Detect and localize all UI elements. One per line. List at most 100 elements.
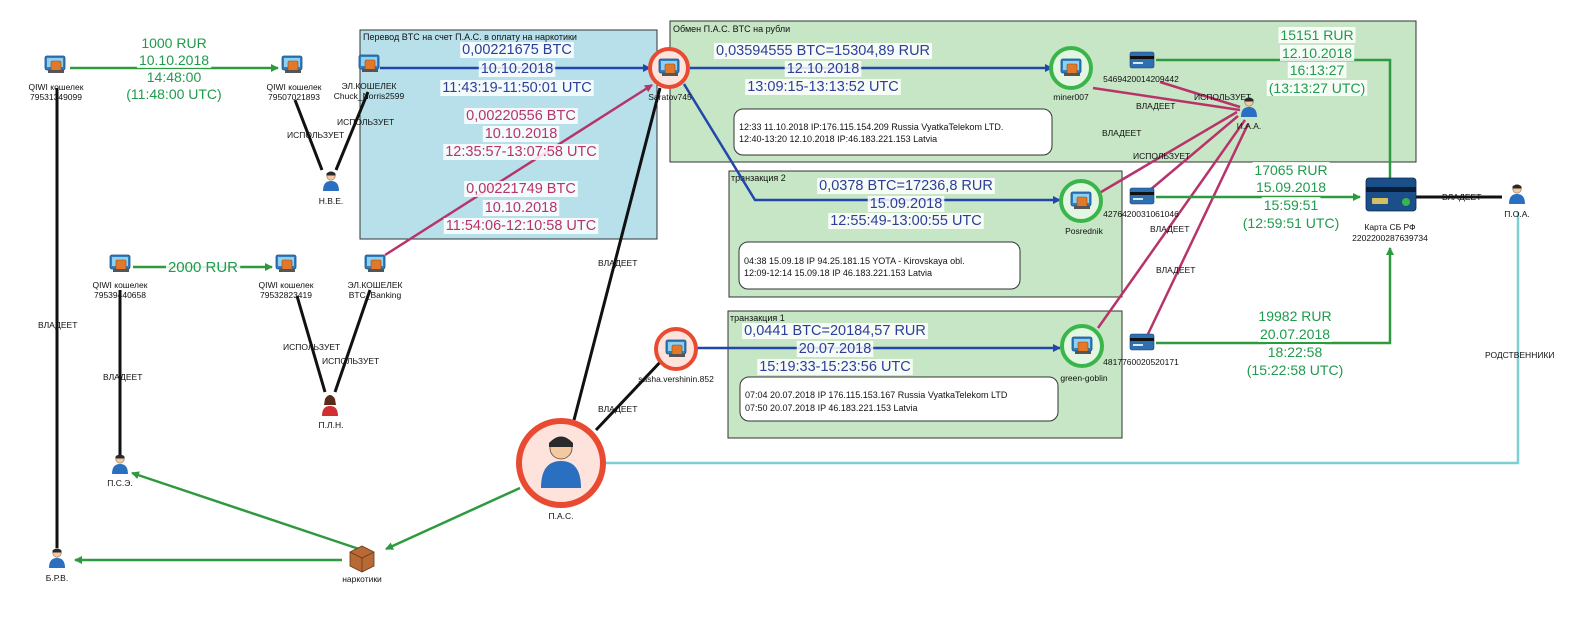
svg-text:0,03594555 BTC=15304,89 RUR: 0,03594555 BTC=15304,89 RUR (716, 43, 930, 59)
label-halo (784, 61, 862, 77)
svg-text:0,00221675 BTC: 0,00221675 BTC (462, 42, 572, 58)
svg-text:Н.В.Е.: Н.В.Е. (319, 196, 344, 206)
rur-arrows (70, 58, 1394, 564)
ownership-lines (55, 87, 1502, 548)
label-halo (136, 52, 212, 68)
bank-card-3: 4817760020520171 (1103, 333, 1179, 367)
bank-card-2: 4276420031061046 (1103, 187, 1179, 219)
svg-text:QIWI кошелек: QIWI кошелек (93, 280, 148, 290)
svg-text:4817760020520171: 4817760020520171 (1103, 357, 1179, 367)
wallet-icon (1071, 336, 1093, 355)
svg-text:10.10.2018: 10.10.2018 (139, 52, 209, 68)
owns-label-sbcard: ВЛАДЕЕТ (1442, 192, 1481, 202)
qiwi-1000-label: 1000 RUR 10.10.2018 14:48:00 (11:48:00 U… (124, 35, 224, 102)
svg-text:ЭЛ.КОШЕЛЕК: ЭЛ.КОШЕЛЕК (348, 280, 403, 290)
ex-goblin-label: 0,0441 BTC=20184,57 RUR 20.07.2018 15:19… (742, 323, 928, 375)
wallet-icon (275, 254, 297, 273)
node-goblin: green-goblin (1060, 324, 1108, 383)
person-nve: Н.В.Е. (319, 171, 344, 206)
ex-miner-label: 0,03594555 BTC=15304,89 RUR 12.10.2018 1… (713, 43, 933, 95)
svg-text:И.А.А.: И.А.А. (1237, 121, 1262, 131)
label-halo (713, 43, 933, 59)
qiwi-wallet-4: QIWI кошелек 79532823419 (259, 254, 314, 300)
uses-label-card1: ИСПОЛЬЗУЕТ (1194, 92, 1251, 102)
svg-text:15.09.2018: 15.09.2018 (870, 196, 943, 212)
svg-text:15151 RUR: 15151 RUR (1280, 27, 1353, 43)
owns-label-sasha: ВЛАДЕЕТ (598, 404, 637, 414)
svg-text:Карта СБ РФ: Карта СБ РФ (1364, 222, 1415, 232)
rur-17065-label: 17065 RUR 15.09.2018 15:59:51 (12:59:51 … (1240, 162, 1342, 231)
qiwi-wallet-3: QIWI кошелек 79539440658 (93, 254, 148, 300)
node-posrednik: Posrednik (1059, 179, 1104, 236)
tx1-box-title: транзакция 1 (730, 313, 785, 323)
ip-log-goblin-line1: 07:04 20.07.2018 IP 176.115.153.167 Russ… (745, 390, 1008, 400)
uses-label-card2: ИСПОЛЬЗУЕТ (1133, 151, 1190, 161)
wallet-icon (1060, 58, 1082, 77)
female-person-icon (322, 395, 338, 416)
person-icon (1508, 184, 1526, 205)
ip-log-goblin-line2: 07:50 20.07.2018 IP 46.183.221.153 Latvi… (745, 403, 918, 413)
qiwi-wallet-2: QIWI кошелек 79507021893 (267, 55, 322, 102)
label-halo (796, 341, 874, 357)
svg-text:19982 RUR: 19982 RUR (1258, 308, 1331, 324)
label-halo (464, 108, 578, 124)
svg-text:10.10.2018: 10.10.2018 (481, 61, 554, 77)
ip-log-box-posrednik (738, 241, 1021, 290)
rur-15151-label: 15151 RUR 12.10.2018 16:13:27 (13:13:27 … (1266, 27, 1368, 96)
node-miner: miner007 (1049, 46, 1093, 102)
label-halo (745, 79, 901, 95)
person-icon (48, 548, 66, 569)
person-icon-large (541, 436, 581, 488)
person-brv: Б.Р.В. (46, 548, 68, 583)
svg-text:(11:48:00 UTC): (11:48:00 UTC) (126, 86, 221, 102)
node-sasha: sasha.vershinin.852 (638, 327, 714, 384)
btc1-label: 0,00221675 BTC 10.10.2018 11:43:19-11:50… (440, 42, 594, 96)
svg-text:Saratov745: Saratov745 (648, 92, 692, 102)
owns-label-miner: ВЛАДЕЕТ (1136, 101, 1175, 111)
svg-text:11:54:06-12:10:58 UTC: 11:54:06-12:10:58 UTC (446, 218, 596, 234)
svg-text:10.10.2018: 10.10.2018 (485, 126, 558, 142)
wallet-icon (364, 254, 386, 273)
ip-log-box-miner (733, 108, 1053, 156)
label-halo (478, 61, 556, 77)
svg-text:15:19:33-15:23:56 UTC: 15:19:33-15:23:56 UTC (759, 359, 911, 375)
svg-text:20.07.2018: 20.07.2018 (799, 341, 872, 357)
label-halo (1278, 27, 1356, 43)
svg-text:15:59:51: 15:59:51 (1264, 197, 1319, 213)
exchange-box-title: Обмен П.А.С. BTC на рубли (673, 24, 790, 34)
label-halo (440, 80, 594, 96)
person-icon (322, 171, 340, 192)
relatives-label: РОДСТВЕННИКИ (1485, 350, 1555, 360)
uses-label-nve-2: ИСПОЛЬЗУЕТ (337, 117, 394, 127)
label-halo (1257, 326, 1333, 342)
uses-label-nve: ИСПОЛЬЗУЕТ (287, 130, 344, 140)
sberbank-card-icon (1365, 177, 1417, 212)
sberbank-card: Карта СБ РФ 2202200287639734 (1352, 177, 1428, 243)
ip-log-posrednik-line2: 12:09-12:14 15.09.18 IP 46.183.221.153 L… (744, 268, 932, 278)
svg-text:11:43:19-11:50:01 UTC: 11:43:19-11:50:01 UTC (442, 80, 591, 96)
svg-text:sasha.vershinin.852: sasha.vershinin.852 (638, 374, 714, 384)
person-pse: П.С.Э. (107, 454, 133, 488)
label-halo (144, 69, 204, 85)
owns-label-pse: ВЛАДЕЕТ (103, 372, 142, 382)
label-halo (464, 181, 578, 197)
svg-text:miner007: miner007 (1053, 92, 1089, 102)
label-halo (867, 196, 945, 212)
svg-text:Posrednik: Posrednik (1065, 226, 1104, 236)
svg-text:16:13:27: 16:13:27 (1290, 62, 1345, 78)
svg-text:14:48:00: 14:48:00 (147, 69, 202, 85)
label-halo (124, 86, 224, 102)
card-icon (1129, 187, 1155, 205)
svg-text:4276420031061046: 4276420031061046 (1103, 209, 1179, 219)
drugs-box: наркотики (342, 545, 382, 584)
svg-text:П.С.Э.: П.С.Э. (107, 478, 132, 488)
svg-text:79507021893: 79507021893 (268, 92, 320, 102)
svg-text:наркотики: наркотики (342, 574, 382, 584)
ip-log-posrednik-line1: 04:38 15.09.18 IP 94.25.181.15 YOTA - Ki… (744, 256, 965, 266)
person-iaa: И.А.А. (1237, 97, 1262, 131)
person-icon (111, 454, 129, 475)
svg-text:0,0378 BTC=17236,8 RUR: 0,0378 BTC=17236,8 RUR (819, 178, 993, 194)
svg-text:П.А.С.: П.А.С. (548, 511, 573, 521)
label-halo (1256, 308, 1334, 324)
